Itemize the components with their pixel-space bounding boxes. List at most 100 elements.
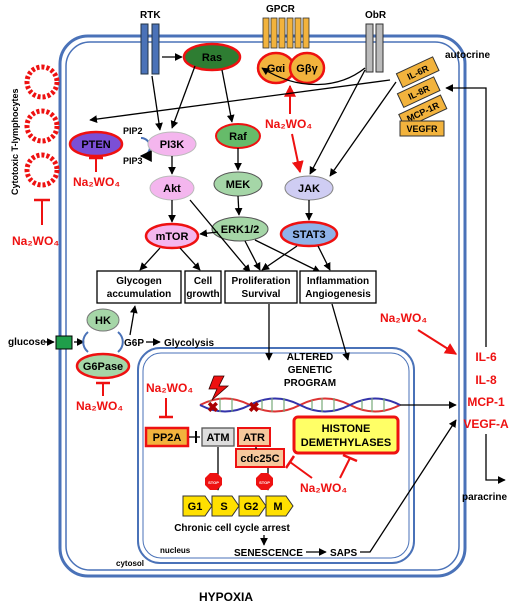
pip2-label: PIP2 — [123, 126, 143, 136]
na2wo4-to-jak-arrow — [291, 133, 304, 174]
na2wo4-pten: Na₂WO₄ — [73, 175, 120, 189]
t-lymphocyte-3 — [24, 152, 60, 188]
secreted-il6: IL-6 — [475, 350, 497, 364]
autocrine-label: autocrine — [445, 50, 490, 61]
nucleus-membrane-inner — [142, 352, 410, 559]
pten-node — [68, 130, 124, 158]
rtk-receptor-left — [140, 23, 149, 75]
galpha-label: Gαi — [267, 63, 285, 75]
histone-line1: HISTONE — [322, 423, 371, 435]
ctl-label: Cytotoxic T-lymphocytes — [10, 88, 20, 195]
cdc25c-label: cdc25C — [240, 453, 279, 465]
stop-sign-1: STOP — [205, 473, 222, 490]
cytokine-receptors: IL-6R IL-8R MCP-1R VEGFR — [395, 56, 448, 137]
signaling-arrows — [89, 53, 397, 361]
na2wo4-pp2a: Na₂WO₄ — [146, 381, 193, 395]
phase-g1: G1 — [188, 501, 203, 513]
obr-label: ObR — [365, 10, 387, 21]
autocrine-arrow — [445, 84, 487, 347]
mtor-node — [144, 222, 200, 250]
histone-line2: DEMETHYLASES — [301, 437, 391, 449]
gpcr-label: GPCR — [266, 4, 296, 15]
jak-label: JAK — [298, 183, 320, 195]
cell-membrane-outer — [58, 34, 467, 578]
rtk-receptor-right — [151, 23, 160, 75]
nucleus-membrane-outer — [137, 347, 415, 564]
na2wo4-g6pase: Na₂WO₄ — [76, 399, 123, 413]
inflammation-line2: Angiogenesis — [305, 289, 371, 300]
atm-box — [201, 427, 235, 447]
altered-line3: PROGRAM — [284, 378, 336, 389]
dna-helix — [199, 397, 401, 413]
dna-damage-mark-1: ✖ — [207, 399, 219, 415]
rtk-label: RTK — [140, 10, 161, 21]
proliferation-line1: Proliferation — [232, 276, 291, 287]
phase-m: M — [273, 501, 282, 513]
na2wo4-center: Na₂WO₄ — [265, 117, 312, 131]
proliferation-line2: Survival — [242, 289, 281, 300]
na2wo4-right: Na₂WO₄ — [380, 311, 427, 325]
hk-node — [86, 308, 120, 332]
t-lymphocyte-2 — [24, 108, 60, 144]
g6pase-label: G6Pase — [83, 361, 123, 373]
phase-g2: G2 — [244, 501, 259, 513]
erk-node — [211, 216, 269, 242]
gbeta-subunit — [288, 51, 326, 85]
altered-line2: GENETIC — [288, 365, 332, 376]
na2wo4-to-cytokines-arrow — [417, 329, 458, 355]
atr-box — [237, 427, 271, 447]
cytosol-label: cytosol — [116, 559, 144, 568]
obr-receptor-left — [365, 23, 374, 73]
ras-label: Ras — [202, 52, 222, 64]
pp2a-label: PP2A — [153, 432, 182, 444]
dna-damage-mark-2: ✖ — [248, 399, 260, 415]
stat3-label: STAT3 — [292, 229, 325, 241]
svg-text:STOP: STOP — [259, 480, 270, 485]
cell-cycle-phases: G1 S G2 M — [182, 495, 294, 517]
na2wo4-ctl: Na₂WO₄ — [12, 234, 59, 248]
svg-text:STOP: STOP — [208, 480, 219, 485]
obr-receptor-right — [375, 23, 384, 73]
glycogen-line1: Glycogen — [116, 276, 162, 287]
g6p-to-glycogen-arrow — [129, 305, 138, 336]
saps-label: SAPS — [330, 548, 358, 559]
gpcr-receptor — [262, 17, 310, 49]
glycogen-line2: accumulation — [107, 289, 171, 300]
paracrine-label: paracrine — [462, 492, 507, 503]
atr-label: ATR — [243, 432, 265, 444]
altered-line1: ALTERED — [287, 352, 333, 363]
glycogen-box — [96, 270, 182, 304]
secreted-vegfa: VEGF-A — [463, 417, 509, 431]
hk-label: HK — [95, 315, 111, 327]
ras-node — [182, 42, 242, 72]
pip3-label: PIP3 — [123, 156, 143, 166]
stop-sign-2: STOP — [256, 473, 273, 490]
growth-line1: Cell — [194, 276, 213, 287]
proliferation-box — [224, 270, 298, 304]
hk-g6pase-cycle — [82, 331, 124, 353]
na2wo4-nucleus: Na₂WO₄ — [300, 481, 347, 495]
mtor-label: mTOR — [156, 231, 189, 243]
senescence-label: SENESCENCE — [234, 548, 303, 559]
secreted-il8: IL-8 — [475, 373, 497, 387]
erk-label: ERK1/2 — [221, 224, 260, 236]
glycolysis-label: Glycolysis — [164, 338, 214, 349]
stat3-node — [279, 220, 339, 248]
gbeta-label: Gβγ — [296, 63, 318, 75]
cdc25c-box — [235, 448, 285, 468]
inflammation-box — [299, 270, 377, 304]
growth-line2: growth — [186, 289, 219, 300]
glucose-label: glucose — [8, 337, 46, 348]
nucleus-label: nucleus — [160, 546, 191, 555]
akt-label: Akt — [163, 183, 181, 195]
histone-box — [292, 415, 400, 455]
mek-label: MEK — [226, 179, 251, 191]
paracrine-arrow — [485, 434, 506, 484]
arrest-label: Chronic cell cycle arrest — [174, 523, 290, 534]
pi3k-label: PI3K — [160, 139, 185, 151]
lightning-icon — [208, 375, 230, 401]
growth-box — [184, 270, 222, 304]
saps-to-cytokines-arrow — [360, 419, 457, 553]
cytokine-receptor-vegfr: VEGFR — [406, 124, 438, 134]
